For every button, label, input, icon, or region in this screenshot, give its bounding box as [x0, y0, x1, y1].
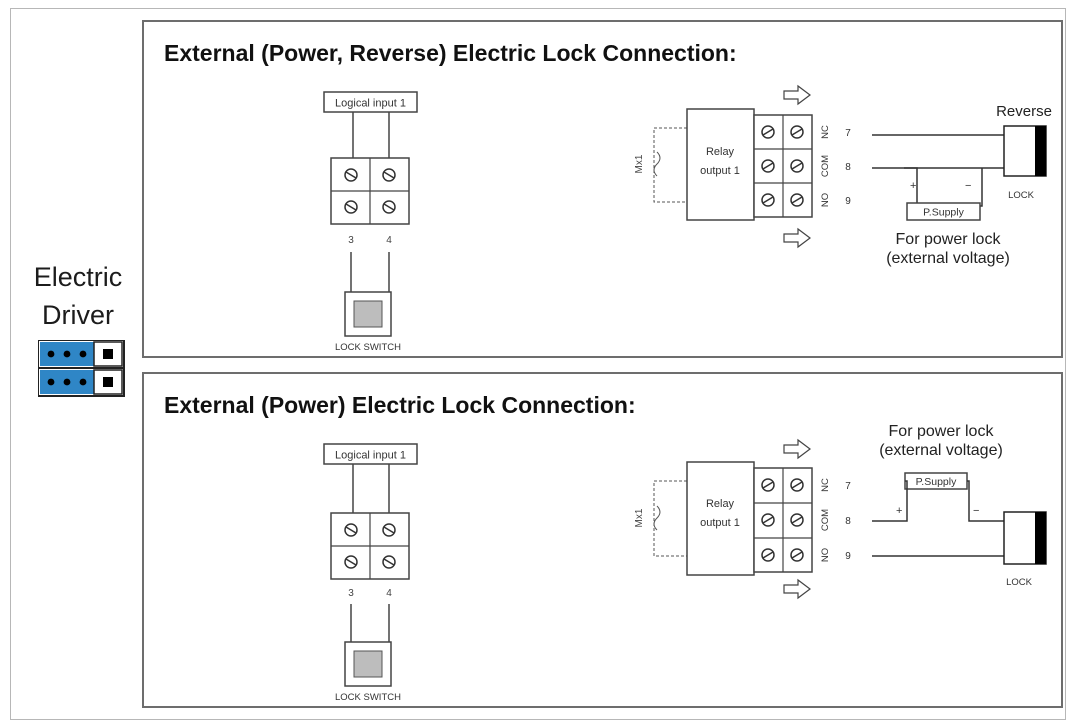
side-label-electric: Electric	[33, 262, 123, 292]
power-supply-label: P.Supply	[923, 207, 964, 219]
terminal-3-label: 3	[348, 235, 354, 246]
arrow-right-icon	[783, 84, 811, 106]
jumper-block-icon	[38, 340, 125, 397]
power-supply-box	[906, 202, 981, 221]
terminal-4-label: 4	[386, 588, 392, 599]
power-note-line1: For power lock	[889, 423, 995, 440]
pin-nc-label: NC	[820, 478, 831, 492]
lock-label: LOCK	[1008, 190, 1035, 201]
bottom-wiring-diagram: Logical input 1 3 4 LOCK SWITCH Mx1 Rela…	[323, 423, 1047, 703]
pin-7-label: 7	[845, 481, 851, 492]
relay-label-line1: Relay	[706, 498, 735, 510]
screw-icon	[761, 478, 804, 562]
pin-9-label: 9	[845, 551, 851, 562]
minus-label: −	[973, 505, 979, 517]
lock-label: LOCK	[1006, 577, 1033, 588]
screw-icon	[344, 168, 396, 214]
relay-box	[686, 108, 755, 221]
power-supply-label: P.Supply	[916, 476, 957, 488]
relay-label-line2: output 1	[700, 517, 740, 529]
screw-icon	[761, 125, 804, 207]
coil-label: Mx1	[634, 154, 645, 173]
lock-switch-label: LOCK SWITCH	[335, 342, 401, 353]
power-note-line2: (external voltage)	[886, 250, 1010, 267]
power-note-line2: (external voltage)	[879, 442, 1003, 459]
top-panel: External (Power, Reverse) Electric Lock …	[142, 20, 1063, 358]
coil-label: Mx1	[634, 508, 645, 527]
pin-8-label: 8	[845, 162, 851, 173]
logical-input-box	[323, 91, 418, 113]
logical-input-label: Logical input 1	[335, 450, 406, 462]
pin-nc-label: NC	[820, 125, 831, 139]
top-panel-title: External (Power, Reverse) Electric Lock …	[164, 40, 737, 66]
lock-switch-label: LOCK SWITCH	[335, 692, 401, 703]
arrow-right-icon	[783, 578, 811, 600]
pin-7-label: 7	[845, 128, 851, 139]
screw-icon	[344, 523, 396, 569]
bottom-panel-title: External (Power) Electric Lock Connectio…	[164, 392, 636, 418]
pin-8-label: 8	[845, 516, 851, 527]
plus-label: +	[896, 505, 902, 517]
plus-label: +	[910, 180, 916, 192]
power-note-line1: For power lock	[896, 231, 1002, 248]
arrow-right-icon	[783, 438, 811, 460]
logical-input-label: Logical input 1	[335, 98, 406, 110]
relay-box	[686, 461, 755, 576]
pin-no-label: NO	[820, 548, 831, 562]
relay-label-line2: output 1	[700, 165, 740, 177]
pin-9-label: 9	[845, 196, 851, 207]
side-label-driver: Driver	[42, 300, 114, 330]
pin-no-label: NO	[820, 193, 831, 207]
terminal-4-label: 4	[386, 235, 392, 246]
pin-com-label: COM	[820, 509, 831, 531]
top-wiring-diagram: Logical input 1 3 4 LOCK SWITCH Mx1 Rela…	[323, 84, 1052, 353]
reverse-label: Reverse	[996, 103, 1052, 120]
terminal-3-label: 3	[348, 588, 354, 599]
bottom-panel: External (Power) Electric Lock Connectio…	[142, 372, 1063, 708]
pin-com-label: COM	[820, 155, 831, 177]
arrow-right-icon	[783, 227, 811, 249]
minus-label: −	[965, 180, 971, 192]
logical-input-box	[323, 443, 418, 465]
relay-label-line1: Relay	[706, 146, 735, 158]
